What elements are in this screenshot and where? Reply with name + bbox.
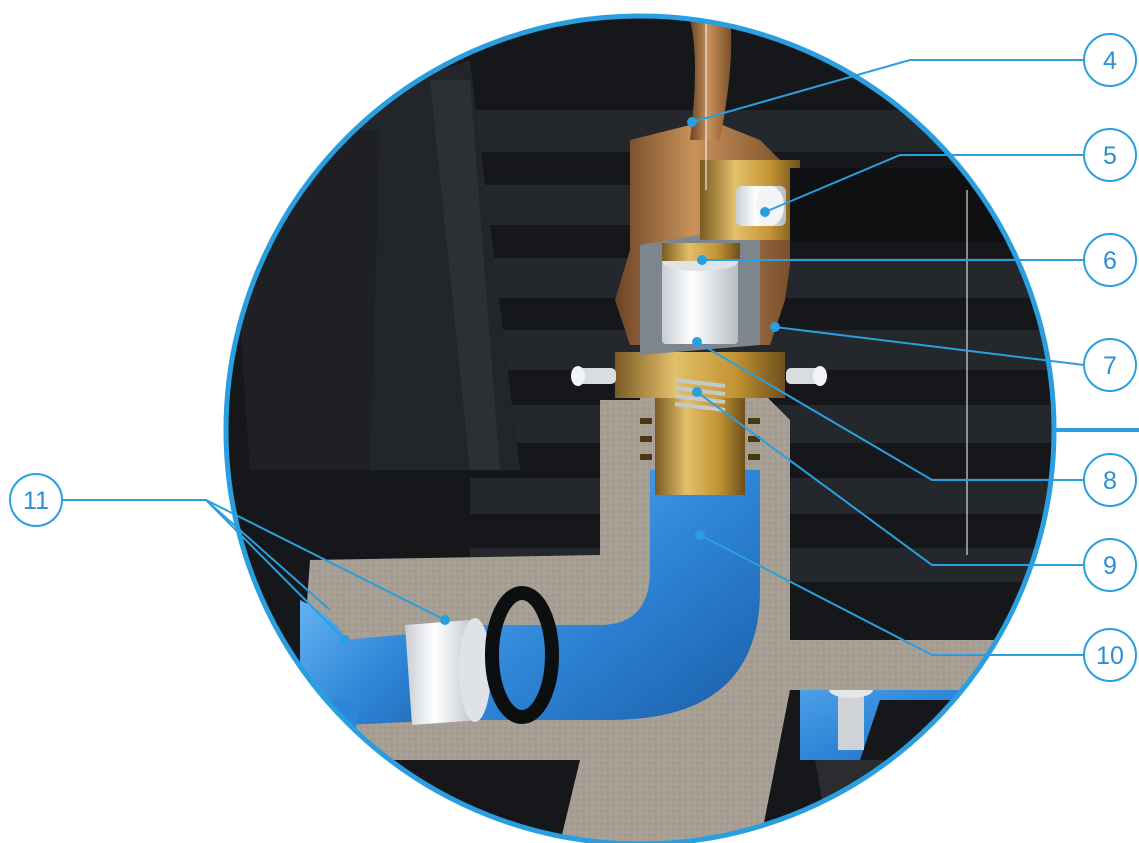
- callout-number: 5: [1103, 142, 1117, 170]
- leader-line-9: [696, 391, 1084, 566]
- callout-11: 11: [9, 473, 63, 527]
- callout-number: 11: [23, 487, 49, 515]
- side-screws: [571, 366, 827, 386]
- callout-number: 4: [1103, 47, 1117, 75]
- leader-lines: [62, 59, 1085, 656]
- o-ring: [485, 586, 559, 724]
- callout-6: 6: [1083, 233, 1137, 287]
- callout-number: 6: [1103, 247, 1117, 275]
- white-piston: [662, 253, 738, 344]
- callout-5: 5: [1083, 128, 1137, 182]
- leader-line-11c: [205, 499, 346, 641]
- leader-line-8: [696, 341, 1084, 481]
- bronze-feed-tube: [690, 20, 732, 140]
- callout-8: 8: [1083, 453, 1137, 507]
- black-hose: [790, 168, 1054, 242]
- callout-number: 8: [1103, 467, 1117, 495]
- callout-4: 4: [1083, 33, 1137, 87]
- cutaway-lens: [226, 16, 1054, 843]
- callout-7: 7: [1083, 338, 1137, 392]
- callout-number: 9: [1103, 552, 1117, 580]
- white-sleeve: [405, 618, 491, 725]
- leader-line-7: [774, 326, 1085, 366]
- callout-10: 10: [1083, 628, 1137, 682]
- blue-elbow-pipe: [450, 470, 760, 720]
- leader-line-5: [764, 154, 1084, 213]
- callout-number: 7: [1103, 352, 1117, 380]
- brass-seat: [662, 243, 740, 261]
- housing-edge-highlight: [430, 80, 500, 470]
- leader-line-4: [691, 59, 1084, 123]
- leader-line-10: [699, 534, 1084, 656]
- blue-bottom-fitting: [300, 700, 360, 843]
- callout-9: 9: [1083, 538, 1137, 592]
- callout-number: 10: [1096, 642, 1124, 670]
- leader-line-11b: [205, 499, 331, 611]
- leader-dots: [340, 117, 780, 645]
- brass-collar: [615, 352, 785, 398]
